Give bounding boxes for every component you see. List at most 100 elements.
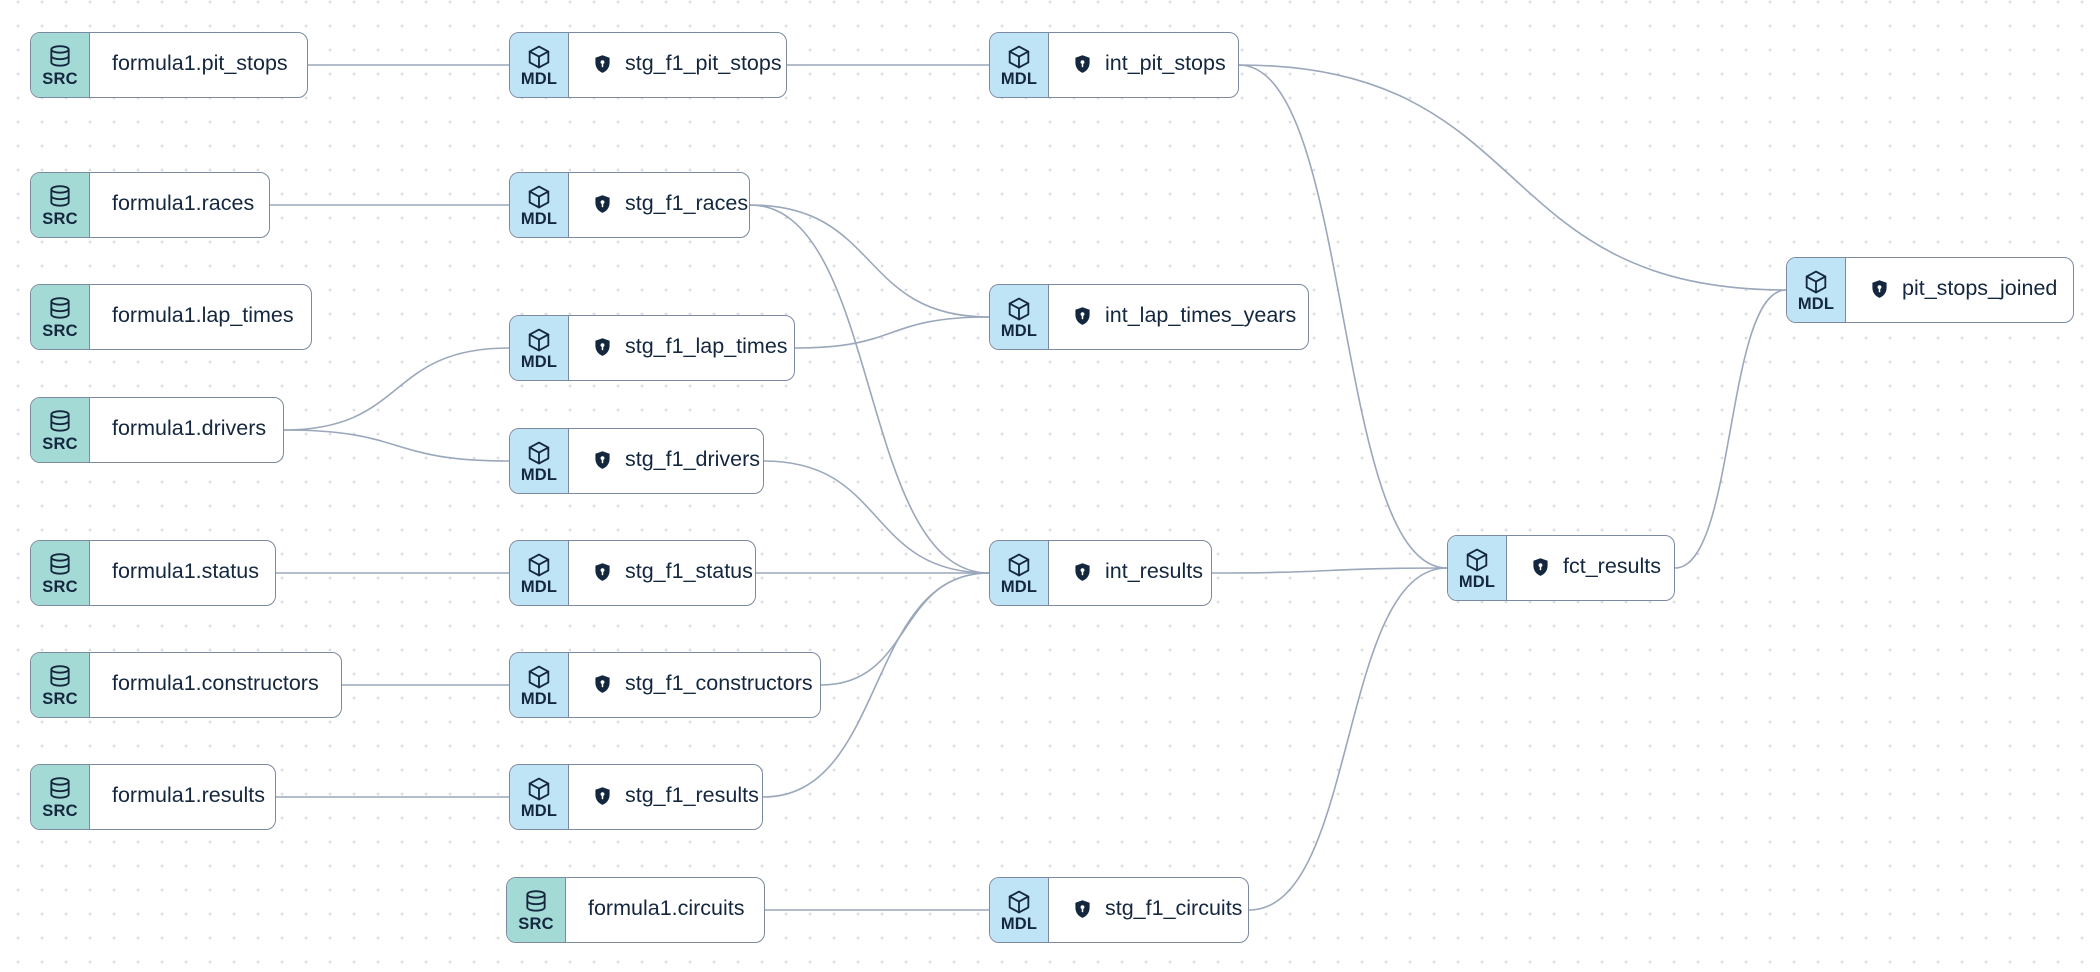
model-badge: MDL bbox=[510, 33, 569, 97]
node-body: stg_f1_lap_times bbox=[569, 316, 794, 380]
node-body: formula1.constructors bbox=[90, 653, 339, 717]
badge-label: SRC bbox=[42, 802, 78, 820]
shield-lock-icon bbox=[1868, 278, 1891, 302]
source-badge: SRC bbox=[31, 33, 90, 97]
badge-label: SRC bbox=[42, 70, 78, 88]
node-body: stg_f1_constructors bbox=[569, 653, 820, 717]
graph-node-int_pit_stops[interactable]: MDL int_pit_stops bbox=[989, 32, 1239, 98]
edge-int_results-fct_results bbox=[1211, 567, 1448, 574]
node-label: stg_f1_results bbox=[625, 783, 759, 808]
graph-node-src_status[interactable]: SRC formula1.status bbox=[30, 540, 276, 606]
badge-label: MDL bbox=[1000, 915, 1038, 933]
graph-node-src_pit_stops[interactable]: SRC formula1.pit_stops bbox=[30, 32, 308, 98]
cube-icon bbox=[1803, 269, 1829, 295]
cube-icon bbox=[1006, 44, 1032, 70]
node-body: formula1.drivers bbox=[90, 398, 283, 462]
graph-node-src_drivers[interactable]: SRC formula1.drivers bbox=[30, 397, 284, 463]
edge-stg_circuits-fct_results bbox=[1248, 567, 1448, 911]
node-label: stg_f1_drivers bbox=[625, 447, 761, 472]
source-badge: SRC bbox=[31, 541, 90, 605]
graph-node-stg_races[interactable]: MDL stg_f1_races bbox=[509, 172, 750, 238]
node-label: int_pit_stops bbox=[1105, 51, 1226, 76]
source-badge: SRC bbox=[507, 878, 566, 942]
edge-src_drivers-stg_lap_times bbox=[283, 347, 510, 431]
node-label: stg_f1_races bbox=[625, 191, 749, 216]
source-badge: SRC bbox=[31, 285, 90, 349]
shield-lock-icon bbox=[591, 449, 614, 473]
model-badge: MDL bbox=[510, 765, 569, 829]
shield-lock-icon bbox=[1071, 898, 1094, 922]
node-label: formula1.status bbox=[112, 559, 259, 584]
graph-node-pit_stops_joined[interactable]: MDL pit_stops_joined bbox=[1786, 257, 2074, 323]
graph-node-stg_constructors[interactable]: MDL stg_f1_constructors bbox=[509, 652, 821, 718]
database-icon bbox=[47, 776, 73, 802]
source-badge: SRC bbox=[31, 398, 90, 462]
cube-icon bbox=[526, 664, 552, 690]
badge-label: MDL bbox=[520, 690, 558, 708]
cube-icon bbox=[526, 184, 552, 210]
graph-node-stg_results[interactable]: MDL stg_f1_results bbox=[509, 764, 763, 830]
node-label: stg_f1_constructors bbox=[625, 671, 813, 696]
model-badge: MDL bbox=[1787, 258, 1846, 322]
database-icon bbox=[523, 889, 549, 915]
model-badge: MDL bbox=[990, 878, 1049, 942]
node-label: formula1.constructors bbox=[112, 671, 319, 696]
database-icon bbox=[47, 296, 73, 322]
node-label: pit_stops_joined bbox=[1902, 276, 2058, 301]
badge-label: MDL bbox=[520, 353, 558, 371]
cube-icon bbox=[1006, 889, 1032, 915]
node-label: stg_f1_circuits bbox=[1105, 896, 1243, 921]
badge-label: MDL bbox=[520, 70, 558, 88]
edge-stg_drivers-int_results bbox=[763, 460, 990, 574]
model-badge: MDL bbox=[990, 33, 1049, 97]
node-body: stg_f1_races bbox=[569, 173, 749, 237]
node-label: formula1.pit_stops bbox=[112, 51, 288, 76]
cube-icon bbox=[526, 44, 552, 70]
badge-label: SRC bbox=[42, 322, 78, 340]
badge-label: SRC bbox=[42, 435, 78, 453]
shield-lock-icon bbox=[591, 193, 614, 217]
graph-node-stg_lap_times[interactable]: MDL stg_f1_lap_times bbox=[509, 315, 795, 381]
node-body: formula1.pit_stops bbox=[90, 33, 307, 97]
node-label: formula1.results bbox=[112, 783, 265, 808]
badge-label: SRC bbox=[42, 210, 78, 228]
source-badge: SRC bbox=[31, 653, 90, 717]
node-body: pit_stops_joined bbox=[1846, 258, 2073, 322]
node-body: formula1.circuits bbox=[566, 878, 764, 942]
graph-node-src_races[interactable]: SRC formula1.races bbox=[30, 172, 270, 238]
badge-label: SRC bbox=[42, 690, 78, 708]
node-label: int_lap_times_years bbox=[1105, 303, 1297, 328]
badge-label: MDL bbox=[520, 210, 558, 228]
graph-node-stg_drivers[interactable]: MDL stg_f1_drivers bbox=[509, 428, 764, 494]
shield-lock-icon bbox=[591, 785, 614, 809]
shield-lock-icon bbox=[591, 561, 614, 585]
cube-icon bbox=[1464, 547, 1490, 573]
shield-lock-icon bbox=[591, 53, 614, 77]
graph-node-stg_circuits[interactable]: MDL stg_f1_circuits bbox=[989, 877, 1249, 943]
cube-icon bbox=[1006, 552, 1032, 578]
edge-stg_constructors-int_results bbox=[820, 572, 990, 686]
badge-label: MDL bbox=[520, 466, 558, 484]
node-body: formula1.results bbox=[90, 765, 275, 829]
graph-node-src_constructors[interactable]: SRC formula1.constructors bbox=[30, 652, 342, 718]
cube-icon bbox=[526, 776, 552, 802]
node-label: fct_results bbox=[1563, 554, 1661, 579]
badge-label: MDL bbox=[1000, 70, 1038, 88]
shield-lock-icon bbox=[591, 673, 614, 697]
shield-lock-icon bbox=[1529, 556, 1552, 580]
cube-icon bbox=[526, 327, 552, 353]
model-badge: MDL bbox=[510, 429, 569, 493]
graph-node-src_results[interactable]: SRC formula1.results bbox=[30, 764, 276, 830]
shield-lock-icon bbox=[1071, 305, 1094, 329]
cube-icon bbox=[526, 440, 552, 466]
edge-stg_lap_times-int_lap_times_years bbox=[794, 316, 990, 349]
node-label: formula1.races bbox=[112, 191, 255, 216]
